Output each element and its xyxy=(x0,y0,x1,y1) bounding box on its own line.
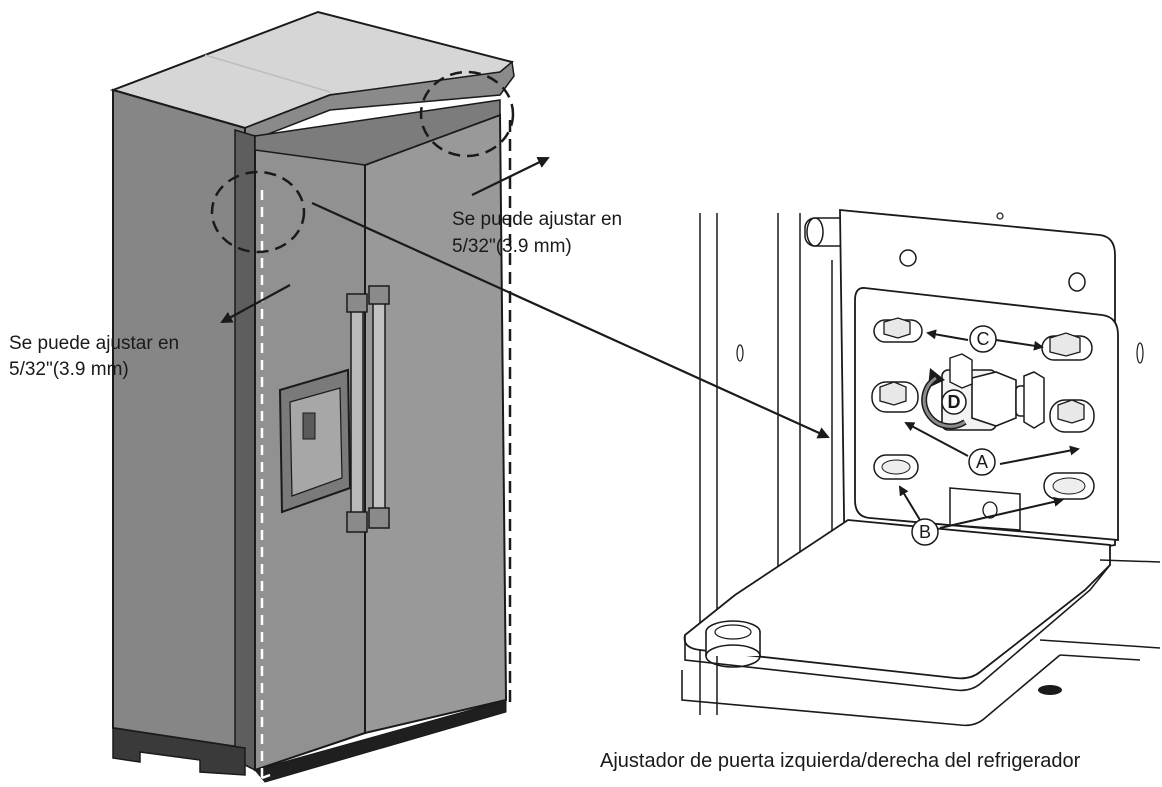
pointer-arrows xyxy=(220,156,830,439)
callout-a-label: A xyxy=(975,452,988,472)
slot-b-left xyxy=(873,454,919,480)
plate-hole-top-right xyxy=(1068,272,1086,292)
plate-hole-small xyxy=(996,212,1004,220)
bracket-flange-line-top xyxy=(1099,559,1161,563)
dashed-adjust-outline-bottom xyxy=(261,773,271,780)
slot-b-right xyxy=(1043,472,1095,500)
slot-bolt-a-right xyxy=(1049,399,1095,433)
center-bracket-hole xyxy=(982,501,998,519)
callout-d-circle xyxy=(941,389,967,415)
right-handle-bottom-mount xyxy=(368,507,390,529)
hinge-pin-end xyxy=(806,217,824,247)
callout-a-circle xyxy=(968,448,996,476)
arrow-hinge-to-detail xyxy=(311,201,830,439)
fridge-base xyxy=(112,727,246,776)
center-bracket-tab xyxy=(949,487,1021,531)
top-seam xyxy=(204,54,331,93)
arrow-a-left xyxy=(904,422,969,457)
hinge-detail xyxy=(681,209,1161,727)
dashed-circle-right-hinge xyxy=(419,70,515,158)
arrow-c-right xyxy=(995,339,1044,351)
right-handle xyxy=(372,289,386,526)
left-adjust-note-line2: 5/32"(3.9 mm) xyxy=(9,359,129,380)
slot-bolt-c-right xyxy=(1041,332,1093,361)
bracket-base-hole xyxy=(1038,685,1062,695)
adjuster-knob-assembly xyxy=(941,353,1045,431)
left-adjust-note-line1: Se puede ajustar en xyxy=(9,333,180,354)
left-handle-bottom-mount xyxy=(346,511,368,533)
figure-caption: Ajustador de puerta izquierda/derecha de… xyxy=(600,750,1081,772)
callout-d-label: D xyxy=(947,392,961,412)
refrigerator xyxy=(109,10,515,783)
slot-bolt-a-left xyxy=(871,381,919,413)
left-handle-top-mount xyxy=(346,293,368,313)
dispenser-paddle xyxy=(302,412,316,440)
dashed-circle-left-hinge xyxy=(210,170,306,254)
arrow-right-door-shift xyxy=(471,156,550,196)
door-bracket-lower-edge xyxy=(684,564,1111,692)
callout-b-label: B xyxy=(918,522,931,542)
arrow-b-right xyxy=(939,496,1064,529)
top-trim xyxy=(244,60,515,145)
frame-slot-right xyxy=(1136,342,1144,364)
dispenser-recess xyxy=(289,387,343,497)
bracket-flange-line xyxy=(1039,639,1161,649)
callout-b-circle xyxy=(911,518,939,546)
left-handle xyxy=(350,299,364,531)
right-adjust-note-line2: 5/32"(3.9 mm) xyxy=(452,236,572,257)
arrow-a-right xyxy=(999,445,1080,465)
frame-slot xyxy=(736,344,744,362)
arrow-left-door-shift xyxy=(220,284,291,323)
door-top-strip xyxy=(254,99,501,166)
slot-bolt-c-left xyxy=(873,317,923,343)
bracket-flange-line-low xyxy=(1059,654,1141,661)
front-edge-strip xyxy=(234,128,256,772)
callout-c-circle xyxy=(969,325,997,353)
door-bracket-bottom-layer xyxy=(681,654,1061,727)
right-adjust-note-line1: Se puede ajustar en xyxy=(452,209,623,230)
arrow-b-left xyxy=(898,485,921,521)
arrow-c-left xyxy=(926,329,969,341)
hinge-bushing xyxy=(705,620,761,668)
plate-hole-top-left xyxy=(899,249,917,267)
right-handle-top-mount xyxy=(368,285,390,305)
callout-c-label: C xyxy=(976,329,990,349)
fridge-side-panel xyxy=(112,88,246,750)
